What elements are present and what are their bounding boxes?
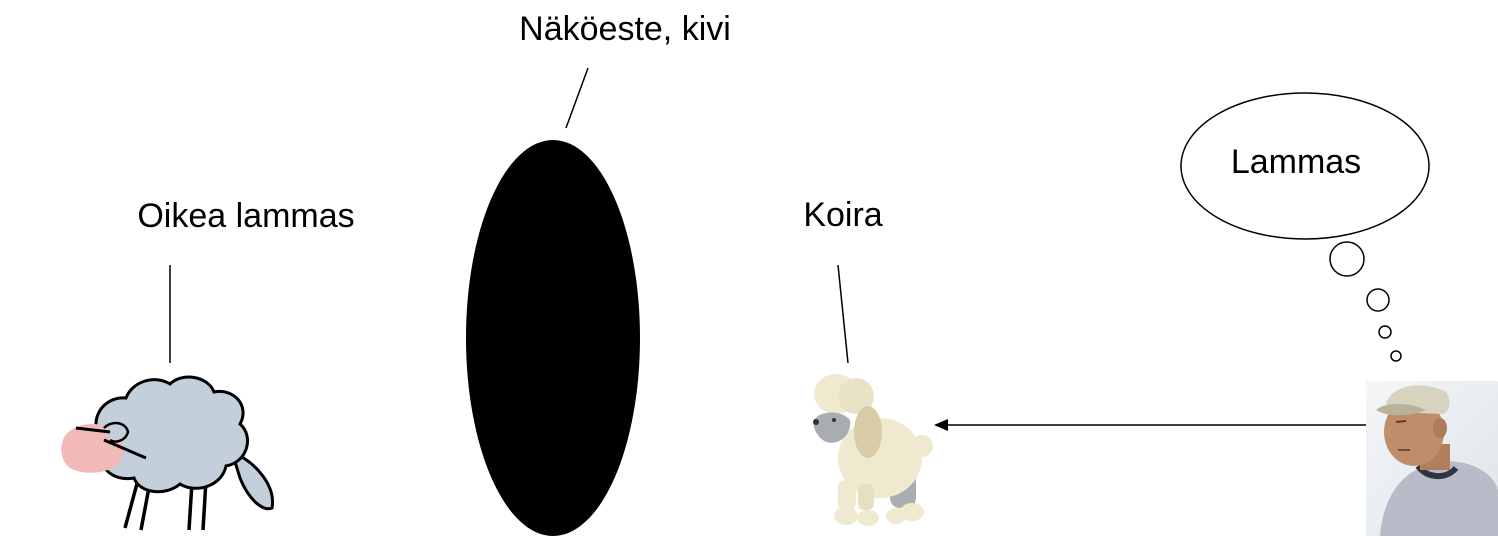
dog-pointer-line bbox=[837, 264, 849, 364]
person-photo bbox=[1366, 381, 1498, 536]
thought-bubble-group: Lammas bbox=[1180, 92, 1430, 362]
poodle-icon bbox=[813, 374, 933, 526]
thought-dot-large bbox=[1329, 241, 1365, 277]
thought-dot-small bbox=[1378, 325, 1392, 339]
dog-group: Koira bbox=[803, 196, 933, 526]
obstacle-group: Näköeste, kivi bbox=[466, 10, 731, 536]
real-sheep-group: Oikea lammas bbox=[61, 197, 355, 531]
thought-dot-tiny bbox=[1390, 350, 1402, 362]
obstacle-label: Näköeste, kivi bbox=[519, 10, 731, 48]
thought-bubble-icon bbox=[1180, 92, 1430, 240]
arrow-head-icon bbox=[934, 419, 948, 431]
thought-text: Lammas bbox=[1231, 143, 1361, 181]
rock-icon bbox=[466, 140, 640, 536]
real-sheep-label: Oikea lammas bbox=[137, 197, 354, 235]
sheep-icon bbox=[61, 375, 274, 531]
obstacle-pointer-line bbox=[565, 67, 589, 129]
gaze-arrow bbox=[934, 419, 1368, 431]
thought-dot-medium bbox=[1366, 288, 1390, 312]
dog-label: Koira bbox=[803, 196, 882, 234]
